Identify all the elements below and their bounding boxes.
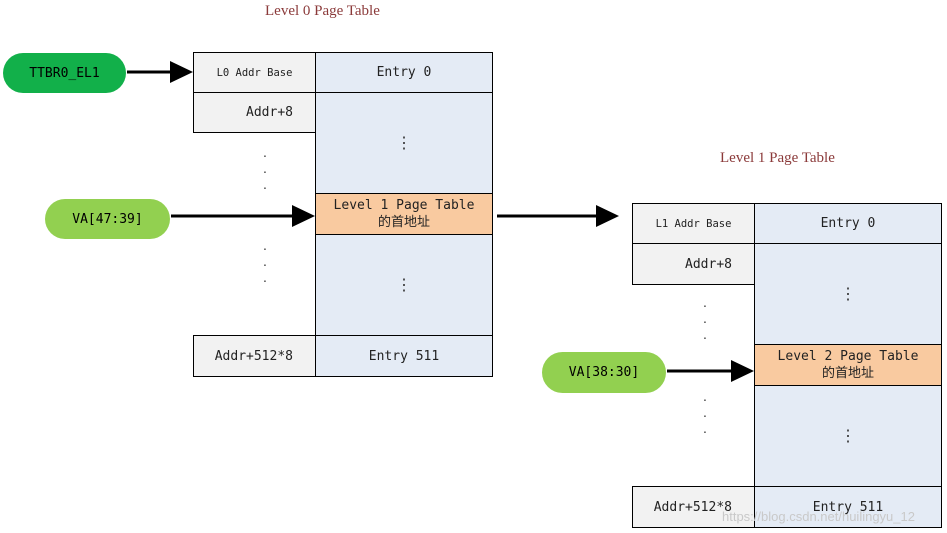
entry-hl-line1: Level 2 Page Table: [777, 349, 919, 364]
watermark: https://blog.csdn.net/huilingyu_12: [722, 509, 915, 524]
level0-entry-0: Entry 0: [315, 52, 493, 93]
level1-table-title: Level 1 Page Table: [720, 150, 835, 166]
level0-addr-ellipsis-top: ···: [262, 150, 268, 197]
level0-table-title: Level 0 Page Table: [265, 3, 380, 19]
arrow-head-icon: [596, 205, 619, 227]
arrow-head-icon: [731, 360, 754, 382]
level0-addr-last-cell: Addr+512*8: [193, 335, 316, 377]
level0-entries-gap-top: ⋮: [315, 92, 493, 194]
va-38-30-index: VA[38:30]: [542, 352, 666, 393]
level1-entry-511: Entry 511: [754, 486, 942, 528]
level0-entry-511: Entry 511: [315, 335, 493, 377]
level1-addr-last-cell: Addr+512*8: [632, 486, 755, 528]
ellipsis-icon: ⋮: [840, 426, 856, 445]
ttbr0-el1-register: TTBR0_EL1: [3, 53, 126, 93]
entry-hl-line2: 的首地址: [821, 366, 874, 381]
arrow-head-icon: [170, 61, 193, 83]
level1-addr-plus8-cell: Addr+8: [632, 243, 755, 285]
level1-entries-gap-bottom: ⋮: [754, 385, 942, 487]
va-47-39-index: VA[47:39]: [45, 199, 170, 239]
level1-addr-ellipsis-top: ···: [702, 300, 708, 347]
level0-addr-ellipsis-bottom: ···: [262, 243, 268, 290]
level0-entries-gap-bottom: ⋮: [315, 234, 493, 336]
ellipsis-icon: ⋮: [840, 284, 856, 303]
ellipsis-icon: ⋮: [396, 275, 412, 294]
ellipsis-icon: ⋮: [396, 133, 412, 152]
level1-entries-gap-top: ⋮: [754, 243, 942, 345]
level0-entry-highlighted: Level 1 Page Table 的首地址: [315, 193, 493, 235]
entry-hl-line1: Level 1 Page Table: [333, 198, 475, 213]
level1-base-addr-cell: L1 Addr Base: [632, 203, 755, 244]
arrow-head-icon: [292, 205, 315, 227]
entry-hl-line2: 的首地址: [377, 215, 430, 230]
level1-addr-ellipsis-bottom: ···: [702, 394, 708, 441]
